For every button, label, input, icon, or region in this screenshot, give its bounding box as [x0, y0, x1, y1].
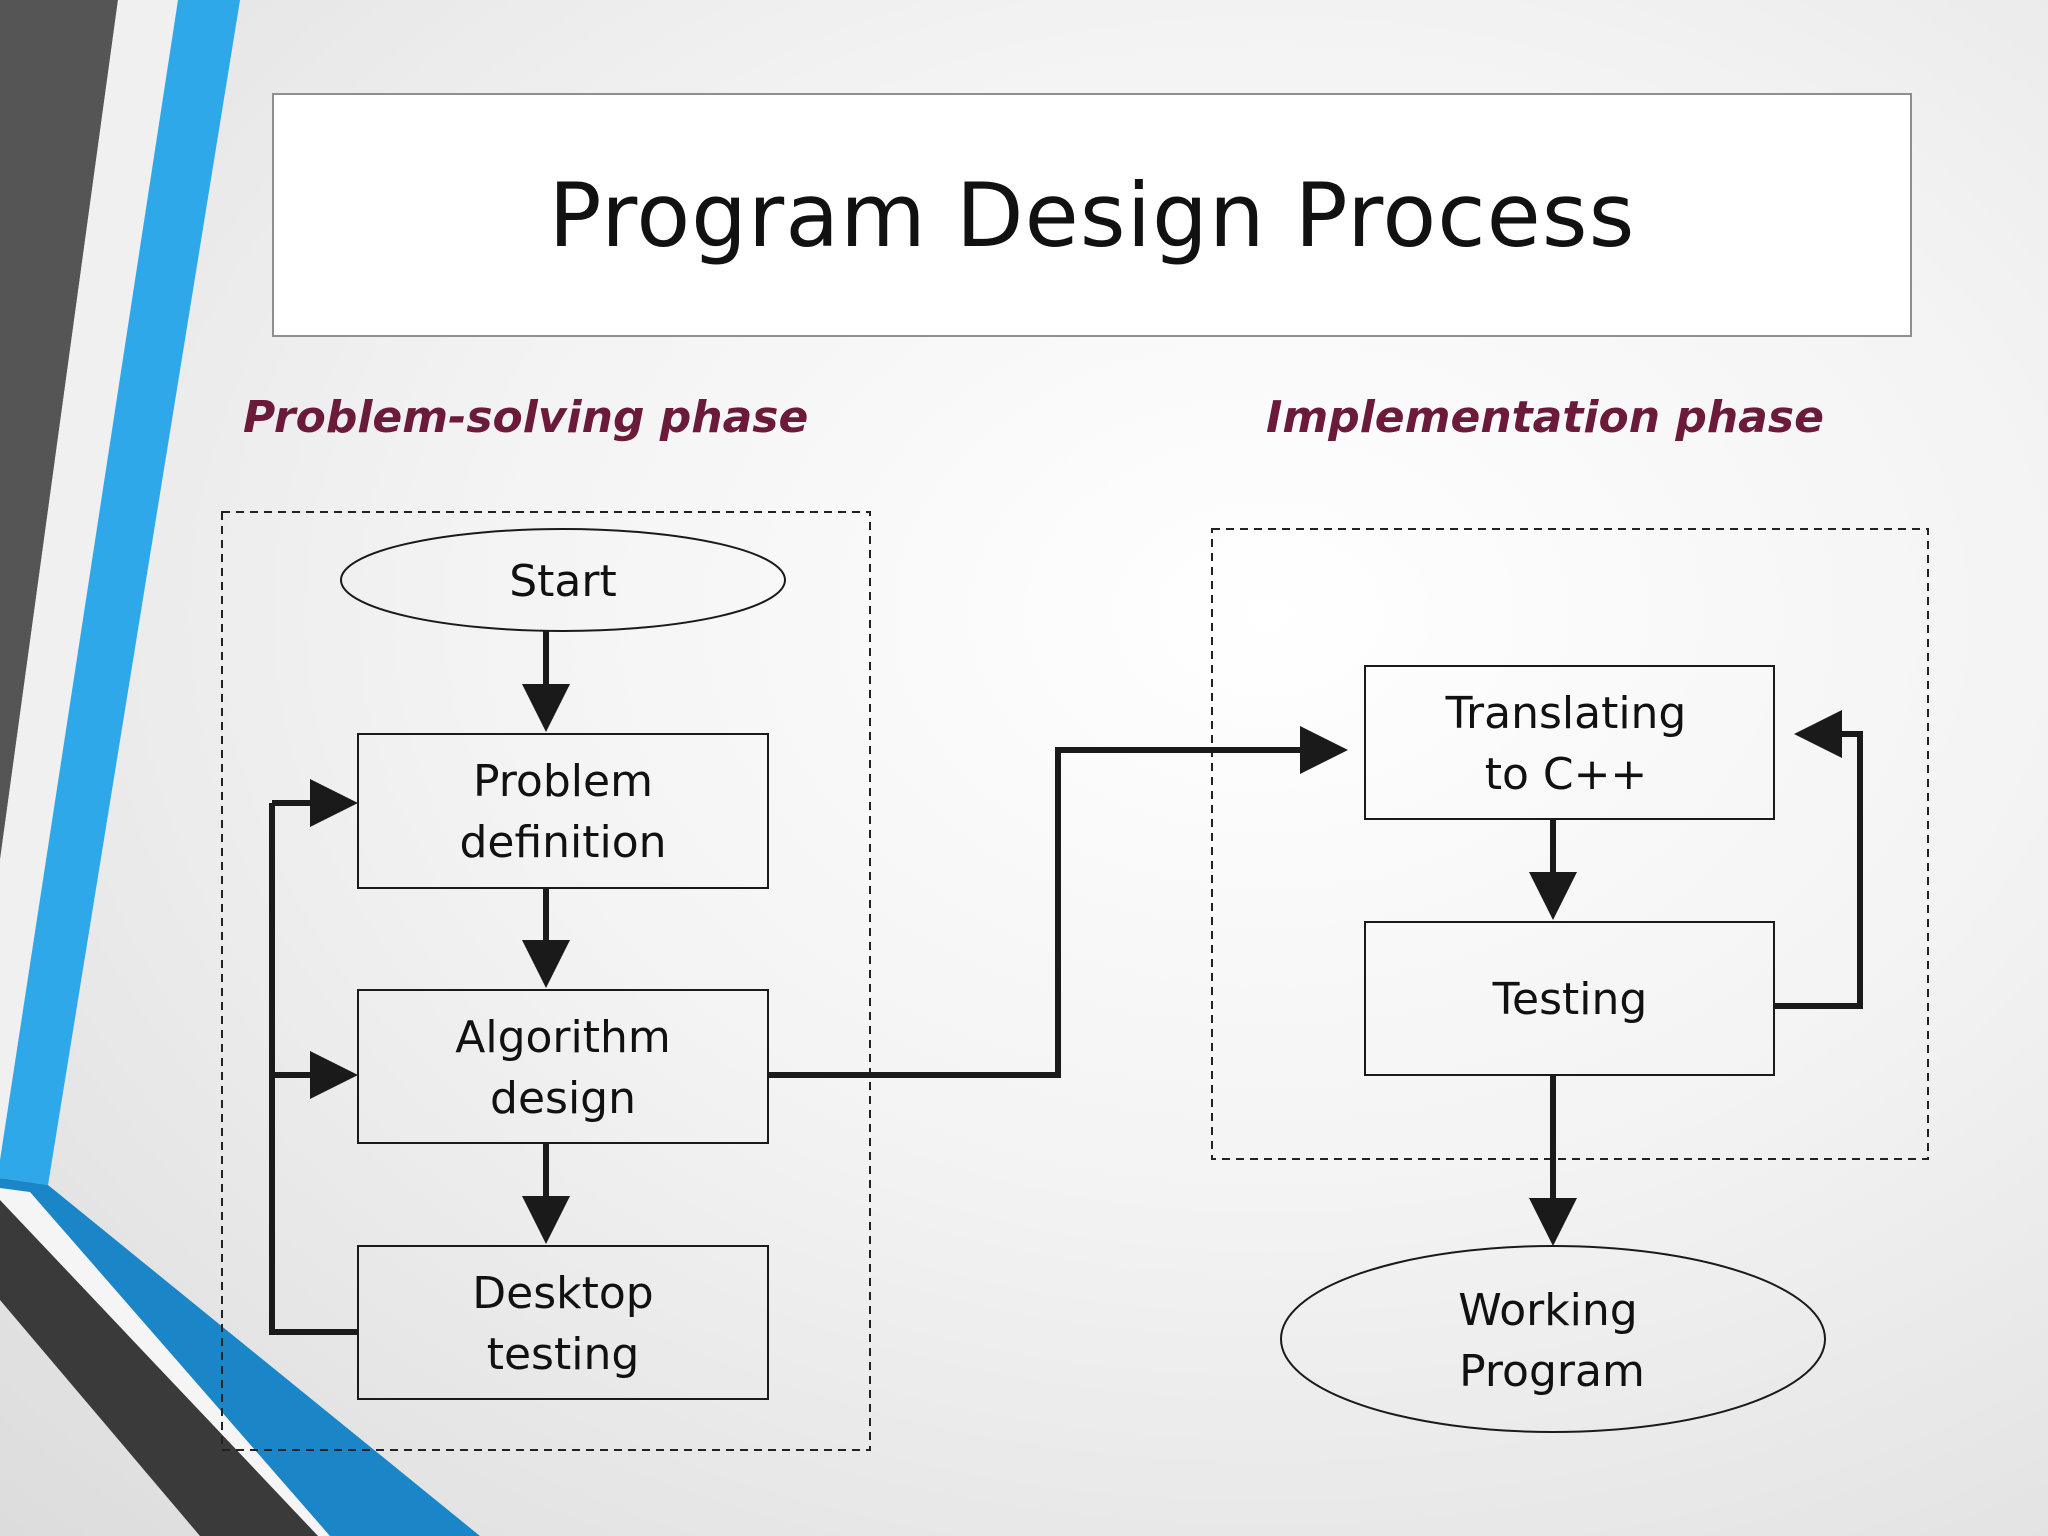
blue-stripe-top: [0, 0, 240, 1185]
white-gap-bottom: [0, 1188, 330, 1536]
testing-label: Testing: [1492, 974, 1648, 1025]
problem-definition-line-2: definition: [459, 817, 666, 868]
feedback-loop-line: [269, 803, 358, 1335]
arrow-testing-to-translating: [1774, 710, 1863, 1009]
testing-node: Testing: [1364, 921, 1775, 1076]
problem-solving-container: [221, 511, 871, 1451]
problem-definition-line-1: Problem: [473, 756, 653, 807]
arrow-algorithm-to-translating: [768, 726, 1348, 1078]
blue-stripe-bottom: [0, 1178, 480, 1536]
working-program-line-2: Program: [1459, 1346, 1645, 1397]
start-label: Start: [509, 556, 617, 607]
algorithm-design-line-2: design: [490, 1073, 636, 1124]
implementation-phase-label: Implementation phase: [1266, 392, 1824, 443]
problem-solving-phase-label: Problem-solving phase: [243, 392, 809, 443]
translating-line-1: Translating: [1445, 688, 1687, 739]
algorithm-design-node: Algorithm design: [357, 989, 769, 1144]
working-program-line-1: Working: [1458, 1285, 1637, 1336]
problem-definition-node: Problem definition: [357, 733, 769, 889]
translating-line-2: to C++: [1485, 749, 1648, 800]
title-box: Program Design Process: [272, 93, 1912, 337]
algorithm-design-line-1: Algorithm: [455, 1012, 671, 1063]
slide-title: Program Design Process: [548, 163, 1636, 267]
implementation-container: [1211, 528, 1929, 1160]
working-program-node: Working Program: [1280, 1245, 1826, 1433]
desktop-testing-line-2: testing: [487, 1329, 640, 1380]
desktop-testing-node: Desktop testing: [357, 1245, 769, 1400]
start-node: Start: [340, 528, 786, 632]
desktop-testing-line-1: Desktop: [472, 1268, 653, 1319]
translating-node: Translating to C++: [1364, 665, 1775, 820]
